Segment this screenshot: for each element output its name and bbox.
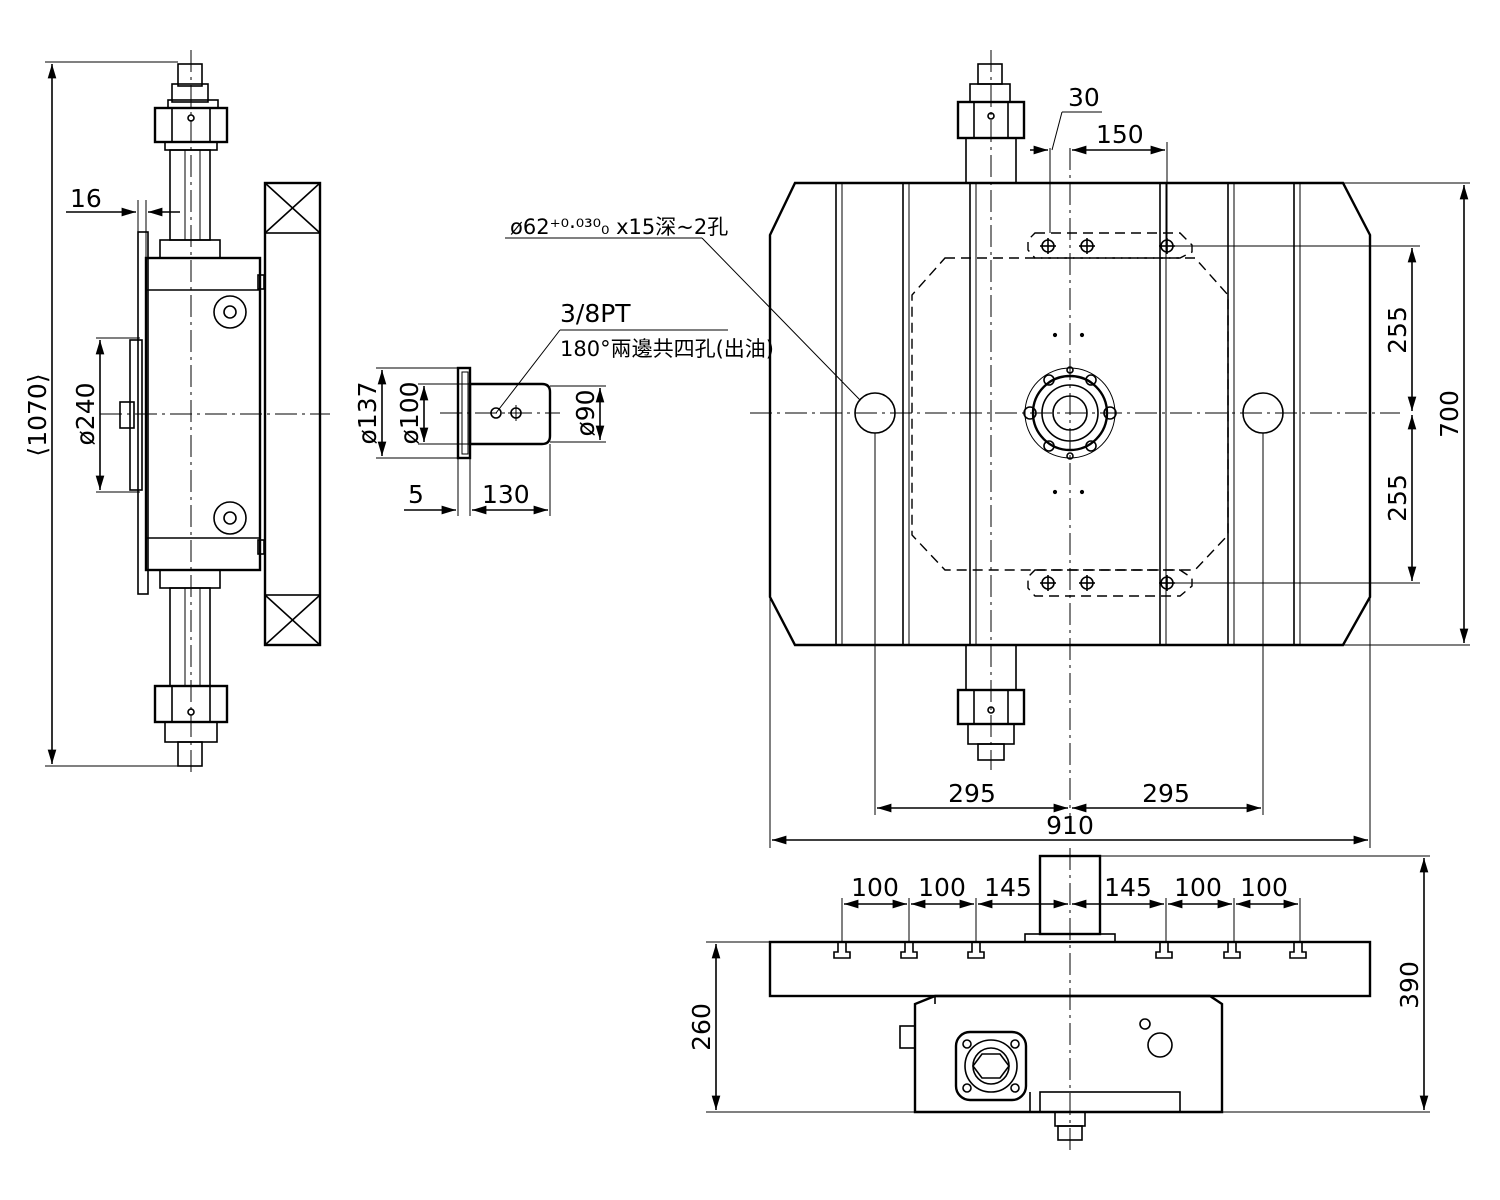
dim-130: 130 — [482, 480, 530, 509]
dim-slot-100-1: 100 — [851, 873, 899, 902]
dim-150: 150 — [1096, 120, 1144, 149]
front-view — [706, 848, 1430, 1150]
dim-5: 5 — [408, 480, 424, 509]
side-view — [45, 50, 330, 775]
dim-255-bottom: 255 — [1383, 474, 1412, 522]
dim-910: 910 — [1046, 811, 1094, 840]
dim-slot-100-3: 100 — [1174, 873, 1222, 902]
dim-slot-145-2: 145 — [1104, 873, 1152, 902]
dim-260: 260 — [687, 1003, 716, 1051]
shaft-detail — [376, 329, 728, 516]
dim-16: 16 — [70, 184, 102, 213]
dim-255-top: 255 — [1383, 306, 1412, 354]
plan-view — [505, 50, 1470, 848]
dim-90: ø90 — [571, 389, 600, 436]
note-3-8pt: 3/8PT — [560, 299, 631, 328]
dim-700: 700 — [1435, 390, 1464, 438]
dim-slot-100-2: 100 — [918, 873, 966, 902]
dim-slot-145-1: 145 — [984, 873, 1032, 902]
dim-295-left: 295 — [948, 779, 996, 808]
dim-137: ø137 — [353, 381, 382, 444]
dim-390: 390 — [1395, 961, 1424, 1009]
dim-30: 30 — [1068, 83, 1100, 112]
note-oil-holes: 180°兩邊共四孔(出油) — [560, 337, 774, 361]
dim-240: ø240 — [71, 382, 100, 445]
note-hole-spec: ø62⁺⁰·⁰³⁰₀ x15深~2孔 — [510, 215, 728, 239]
dim-100: ø100 — [395, 381, 424, 444]
dim-1070: ⟨1070⟩ — [23, 373, 52, 456]
dim-295-right: 295 — [1142, 779, 1190, 808]
dim-slot-100-4: 100 — [1240, 873, 1288, 902]
